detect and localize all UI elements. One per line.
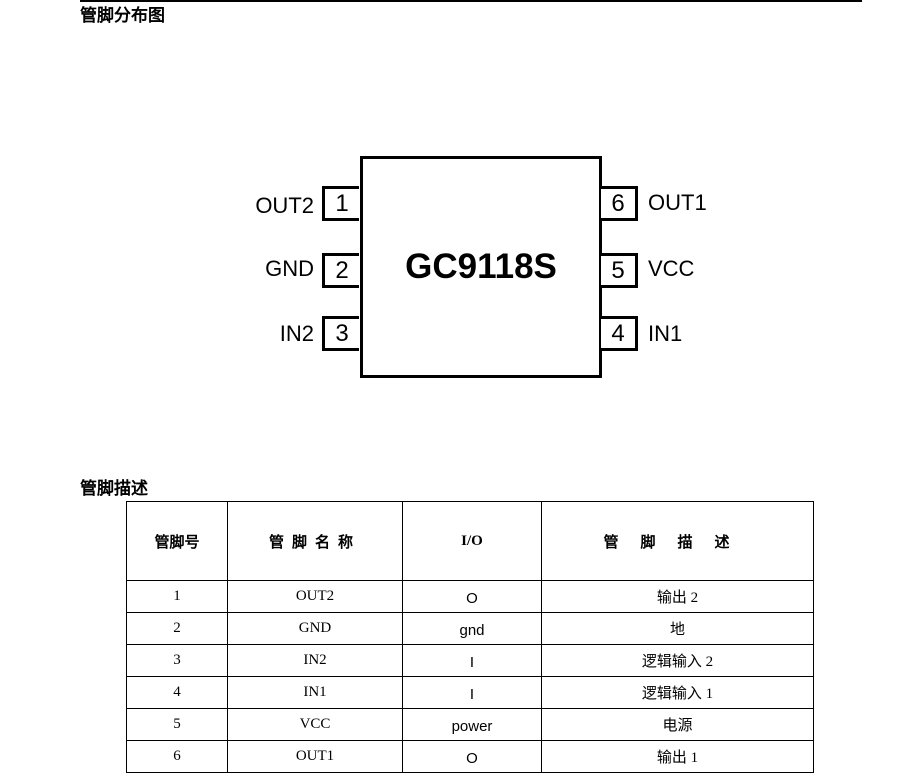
- cell-io: power: [402, 708, 542, 741]
- table-row: 1 OUT2 O 输出 2: [126, 580, 814, 613]
- pin-box-2: 2: [322, 253, 359, 288]
- header-io: I/O: [402, 501, 542, 581]
- table-row: 5 VCC power 电源: [126, 708, 814, 741]
- pin-label-vcc: VCC: [648, 256, 695, 281]
- cell-pin-number: 3: [126, 644, 228, 677]
- pin-label-in2: IN2: [279, 321, 314, 346]
- table-header-row: 管脚号 管脚名称 I/O 管脚描述: [126, 501, 814, 581]
- header-pin-name: 管脚名称: [227, 501, 403, 581]
- chip-body: GC9118S: [360, 156, 602, 378]
- header-pin-description: 管脚描述: [541, 501, 814, 581]
- cell-pin-number: 2: [126, 612, 228, 645]
- cell-pin-name: GND: [227, 612, 403, 645]
- pin-box-5: 5: [601, 253, 638, 288]
- pin-description-table: 管脚号 管脚名称 I/O 管脚描述 1 OUT2 O 输出 2 2 GND gn…: [126, 501, 814, 773]
- pin-label-in1: IN1: [648, 321, 683, 346]
- cell-pin-number: 4: [126, 676, 228, 709]
- cell-description: 地: [541, 612, 814, 645]
- pin-label-out2: OUT2: [255, 193, 314, 218]
- top-rule: [80, 0, 862, 2]
- pin-box-3: 3: [322, 316, 359, 351]
- chip-name: GC9118S: [405, 247, 557, 286]
- header-pin-number: 管脚号: [126, 501, 228, 581]
- cell-description: 输出 2: [541, 580, 814, 613]
- section-title-pin-description: 管脚描述: [80, 479, 148, 499]
- pin-box-1: 1: [322, 186, 359, 221]
- cell-io: O: [402, 580, 542, 613]
- cell-pin-name: VCC: [227, 708, 403, 741]
- cell-pin-number: 1: [126, 580, 228, 613]
- table-row: 4 IN1 I 逻辑输入 1: [126, 676, 814, 709]
- cell-description: 逻辑输入 1: [541, 676, 814, 709]
- cell-description: 逻辑输入 2: [541, 644, 814, 677]
- cell-io: gnd: [402, 612, 542, 645]
- cell-pin-name: IN2: [227, 644, 403, 677]
- section-title-pinout: 管脚分布图: [80, 6, 165, 26]
- table-row: 3 IN2 I 逻辑输入 2: [126, 644, 814, 677]
- pin-box-4: 4: [601, 316, 638, 351]
- cell-pin-name: IN1: [227, 676, 403, 709]
- pin-label-out1: OUT1: [648, 190, 707, 215]
- pin-box-6: 6: [601, 186, 638, 221]
- cell-io: I: [402, 644, 542, 677]
- table-row: 2 GND gnd 地: [126, 612, 814, 645]
- cell-pin-number: 5: [126, 708, 228, 741]
- cell-io: I: [402, 676, 542, 709]
- pin-label-gnd: GND: [265, 256, 314, 281]
- cell-pin-name: OUT2: [227, 580, 403, 613]
- cell-description: 电源: [541, 708, 814, 741]
